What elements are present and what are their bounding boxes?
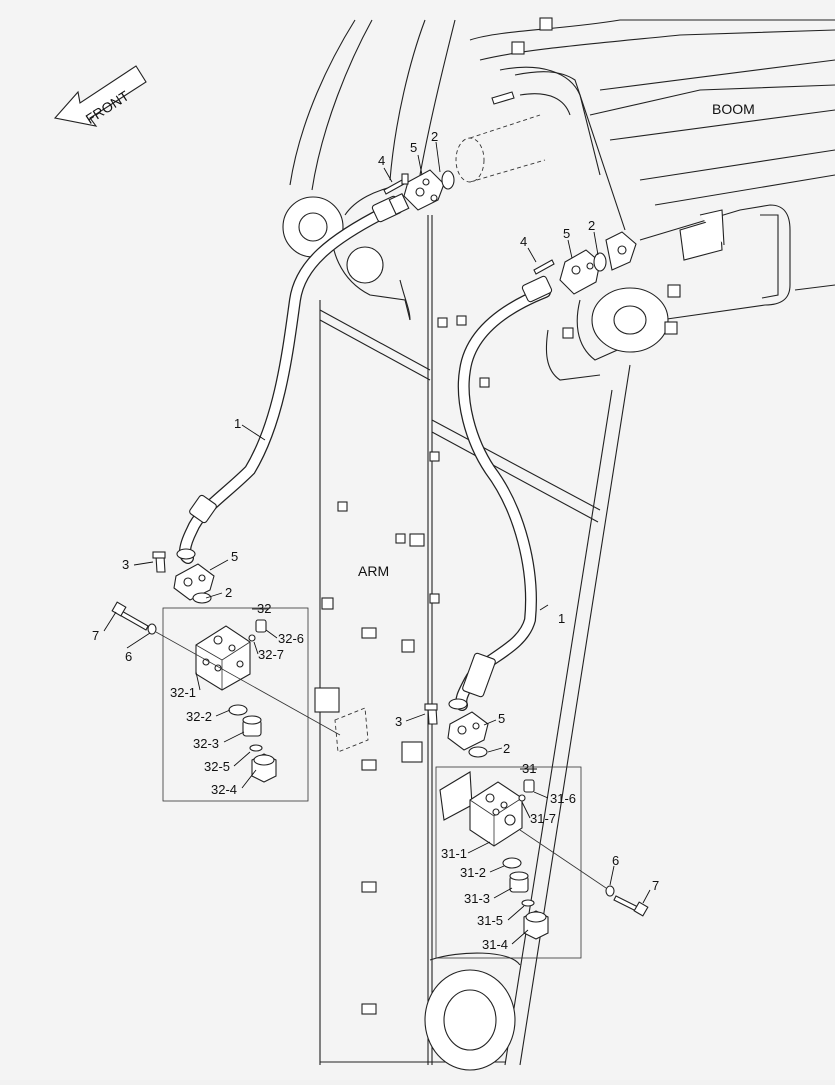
callout-32-6: 32-6 [278, 631, 304, 646]
callout-flange-mid-right: 5 [498, 711, 505, 726]
hose-upper [176, 195, 403, 564]
callout-bolt-mid-left: 3 [122, 557, 129, 572]
callout-bolt-long-right: 7 [652, 878, 659, 893]
callout-bolt-mid-right: 3 [395, 714, 402, 729]
callout-assy-31: 31 [522, 761, 536, 776]
hose-lower [448, 275, 553, 711]
callout-31-7: 31-7 [530, 811, 556, 826]
fitting-top-left [383, 169, 455, 215]
callout-bolt-long-left: 7 [92, 628, 99, 643]
callout-washer-right: 6 [612, 853, 619, 868]
callout-31-5: 31-5 [477, 913, 503, 928]
callout-31-4: 31-4 [482, 937, 508, 952]
callout-oring-top-left: 2 [431, 129, 438, 144]
callout-32-3: 32-3 [193, 736, 219, 751]
callout-31-3: 31-3 [464, 891, 490, 906]
front-arrow-icon: FRONT [53, 65, 147, 127]
callout-flange-mid-left: 5 [231, 549, 238, 564]
fitting-mid-right [424, 703, 489, 758]
callout-hose-upper: 1 [234, 416, 241, 431]
callout-labels: 1 1 2 2 2 2 4 4 5 5 5 5 3 3 6 6 7 7 32 3… [92, 129, 659, 952]
fitting-top-right [533, 231, 637, 295]
callout-31-2: 31-2 [460, 865, 486, 880]
callout-flange-top-right: 5 [563, 226, 570, 241]
callout-flange-top-left: 5 [410, 140, 417, 155]
boom-structure: BOOM [289, 17, 835, 381]
callout-32-5: 32-5 [204, 759, 230, 774]
callout-31-1: 31-1 [441, 846, 467, 861]
fitting-mid-left [152, 551, 215, 604]
callout-32-1: 32-1 [170, 685, 196, 700]
callout-washer-left: 6 [125, 649, 132, 664]
callout-hose-lower: 1 [558, 611, 565, 626]
arm-label: ARM [358, 563, 389, 579]
callout-oring-top-right: 2 [588, 218, 595, 233]
assembly-31 [435, 766, 649, 959]
callout-assy-32: 32 [257, 601, 271, 616]
callout-bolt-top-right: 4 [520, 234, 527, 249]
callout-32-2: 32-2 [186, 709, 212, 724]
callout-oring-mid-left: 2 [225, 585, 232, 600]
boom-label: BOOM [712, 101, 755, 117]
callout-31-6: 31-6 [550, 791, 576, 806]
assembly-32 [111, 601, 341, 802]
callout-oring-mid-right: 2 [503, 741, 510, 756]
leader-lines [103, 141, 651, 945]
callout-32-4: 32-4 [211, 782, 237, 797]
callout-bolt-top-left: 4 [378, 153, 385, 168]
arm-structure: ARM [282, 184, 631, 1071]
callout-32-7: 32-7 [258, 647, 284, 662]
